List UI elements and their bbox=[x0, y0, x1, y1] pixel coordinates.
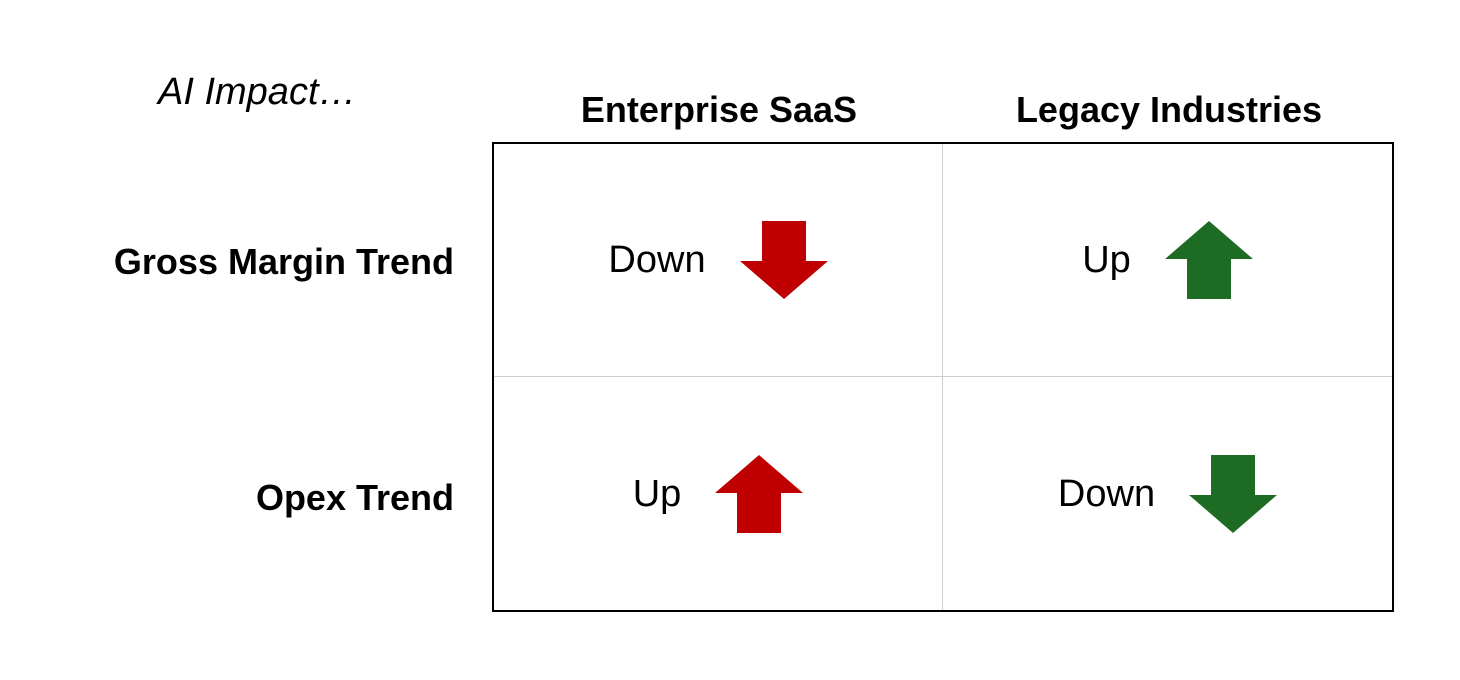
column-header-enterprise-saas: Enterprise SaaS bbox=[580, 89, 858, 130]
matrix-cell: Down bbox=[494, 144, 943, 377]
up-arrow-icon bbox=[715, 454, 804, 533]
matrix-cell: Up bbox=[494, 377, 943, 610]
impact-matrix: Down Up Up Down bbox=[492, 142, 1394, 612]
up-arrow-icon bbox=[1164, 221, 1253, 299]
cell-label: Up bbox=[632, 472, 682, 515]
down-arrow-icon bbox=[1189, 454, 1278, 533]
matrix-cell: Down bbox=[943, 377, 1392, 610]
cell-label: Down bbox=[1057, 472, 1156, 515]
cell-label: Up bbox=[1082, 239, 1131, 281]
matrix-cell: Up bbox=[943, 144, 1392, 377]
column-header-legacy-industries: Legacy Industries bbox=[1015, 89, 1323, 130]
down-arrow-icon bbox=[739, 221, 828, 299]
row-header-gross-margin-trend: Gross Margin Trend bbox=[113, 241, 454, 282]
cell-label: Down bbox=[608, 239, 706, 281]
chart-caption: AI Impact… bbox=[158, 71, 357, 113]
row-header-opex-trend: Opex Trend bbox=[255, 477, 454, 518]
